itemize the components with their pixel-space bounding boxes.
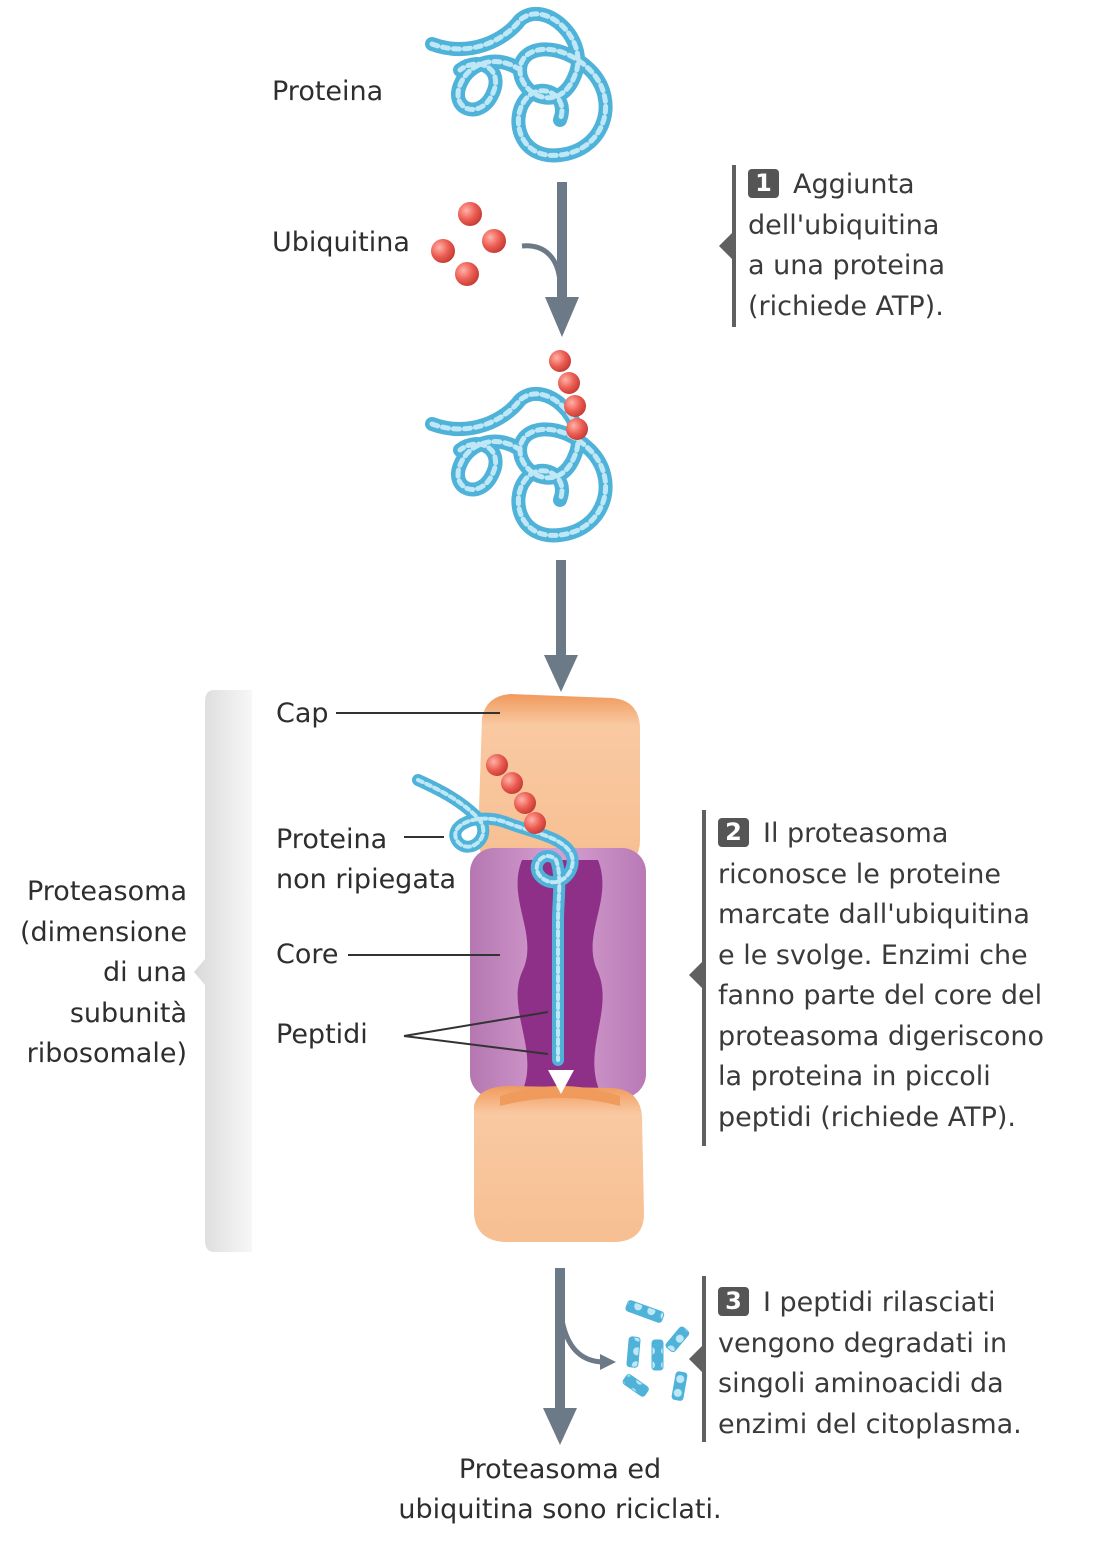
proteasome-size-bracket: [194, 690, 252, 1252]
step-3-line1: 3 I peptidi rilasciati: [718, 1283, 1022, 1324]
step3-bracket-notch: [689, 1346, 702, 1372]
label-proteina-non-ripiegata-line1: Proteina: [276, 824, 388, 855]
ubiquitin-chain-proteasome: [486, 754, 546, 834]
step-2-line2: riconosce le proteine: [718, 858, 1001, 890]
step-3-text1: I peptidi rilasciati: [763, 1287, 996, 1318]
ubiquitin-chain-tagged: [549, 350, 588, 440]
label-final: Proteasoma ed ubiquitina sono riciclati.: [360, 1450, 760, 1530]
released-peptides: [622, 1300, 690, 1401]
step-2-line6: proteasoma digeriscono: [718, 1020, 1044, 1052]
protein-coil-top: [425, 7, 613, 163]
step-3: 3 I peptidi rilasciati vengono degradati …: [718, 1283, 1022, 1445]
step-1: 1 Aggiunta dell'ubiquitina a una proteina…: [748, 165, 945, 327]
step2-bracket-notch: [689, 962, 702, 988]
ubiquitin-beads-free: [431, 202, 506, 286]
label-ubiquitina: Ubiquitina: [272, 227, 410, 258]
step-3-line3: singoli aminoacidi da: [718, 1368, 1004, 1399]
step-3-line4: enzimi del citoplasma.: [718, 1408, 1022, 1440]
label-peptidi: Peptidi: [276, 1019, 368, 1050]
step-1-number: 1: [748, 169, 779, 198]
step-1-line3: a una proteina: [748, 250, 946, 281]
label-proteasoma-line3: di una: [103, 957, 187, 988]
step-2-line3: marcate dall'ubiquitina: [718, 899, 1030, 930]
label-final-line1: Proteasoma ed: [458, 1454, 662, 1485]
arrow-step1: [521, 182, 579, 337]
label-cap: Cap: [276, 698, 329, 729]
protein-coil-tagged: [425, 387, 613, 543]
step-2-line8: peptidi (richiede ATP).: [718, 1101, 1017, 1133]
label-proteina: Proteina: [272, 76, 384, 107]
step-3-number: 3: [718, 1287, 749, 1316]
label-proteasoma: Proteasoma (dimensione di una subunità r…: [20, 872, 187, 1075]
label-proteina-non-ripiegata: Proteina non ripiegata: [276, 820, 456, 900]
step-2-line7: la proteina in piccoli: [718, 1061, 991, 1092]
label-proteasoma-line1: Proteasoma: [26, 876, 187, 907]
step-1-line4: (richiede ATP).: [748, 290, 944, 322]
label-core: Core: [276, 939, 339, 970]
step-1-text1: Aggiunta: [793, 169, 915, 200]
step-2-line5: fanno parte del core del: [718, 980, 1043, 1011]
step-2-text1: Il proteasoma: [763, 818, 949, 849]
step-2-number: 2: [718, 818, 749, 847]
step-1-line1: 1 Aggiunta: [748, 165, 945, 206]
label-proteasoma-line5: ribosomale): [26, 1038, 187, 1069]
step-2-line4: e le svolge. Enzimi che: [718, 939, 1028, 971]
step-2-line1: 2 Il proteasoma: [718, 814, 1044, 855]
arrow-step3: [543, 1268, 616, 1445]
step1-bracket-notch: [719, 233, 732, 259]
step-2: 2 Il proteasoma riconosce le proteine mar…: [718, 814, 1044, 1138]
label-proteina-non-ripiegata-line2: non ripiegata: [276, 864, 456, 895]
step3-bracket: [702, 1276, 706, 1442]
label-proteasoma-line2: (dimensione: [19, 916, 187, 948]
arrow-step2: [544, 560, 578, 692]
leader-lines: [336, 712, 549, 1055]
step2-bracket: [702, 810, 706, 1146]
step-1-line2: dell'ubiquitina: [748, 209, 940, 241]
label-final-line2: ubiquitina sono riciclati.: [398, 1494, 722, 1525]
step1-bracket: [732, 165, 736, 327]
step-3-line2: vengono degradati in: [718, 1327, 1008, 1359]
label-proteasoma-line4: subunità: [69, 997, 187, 1029]
